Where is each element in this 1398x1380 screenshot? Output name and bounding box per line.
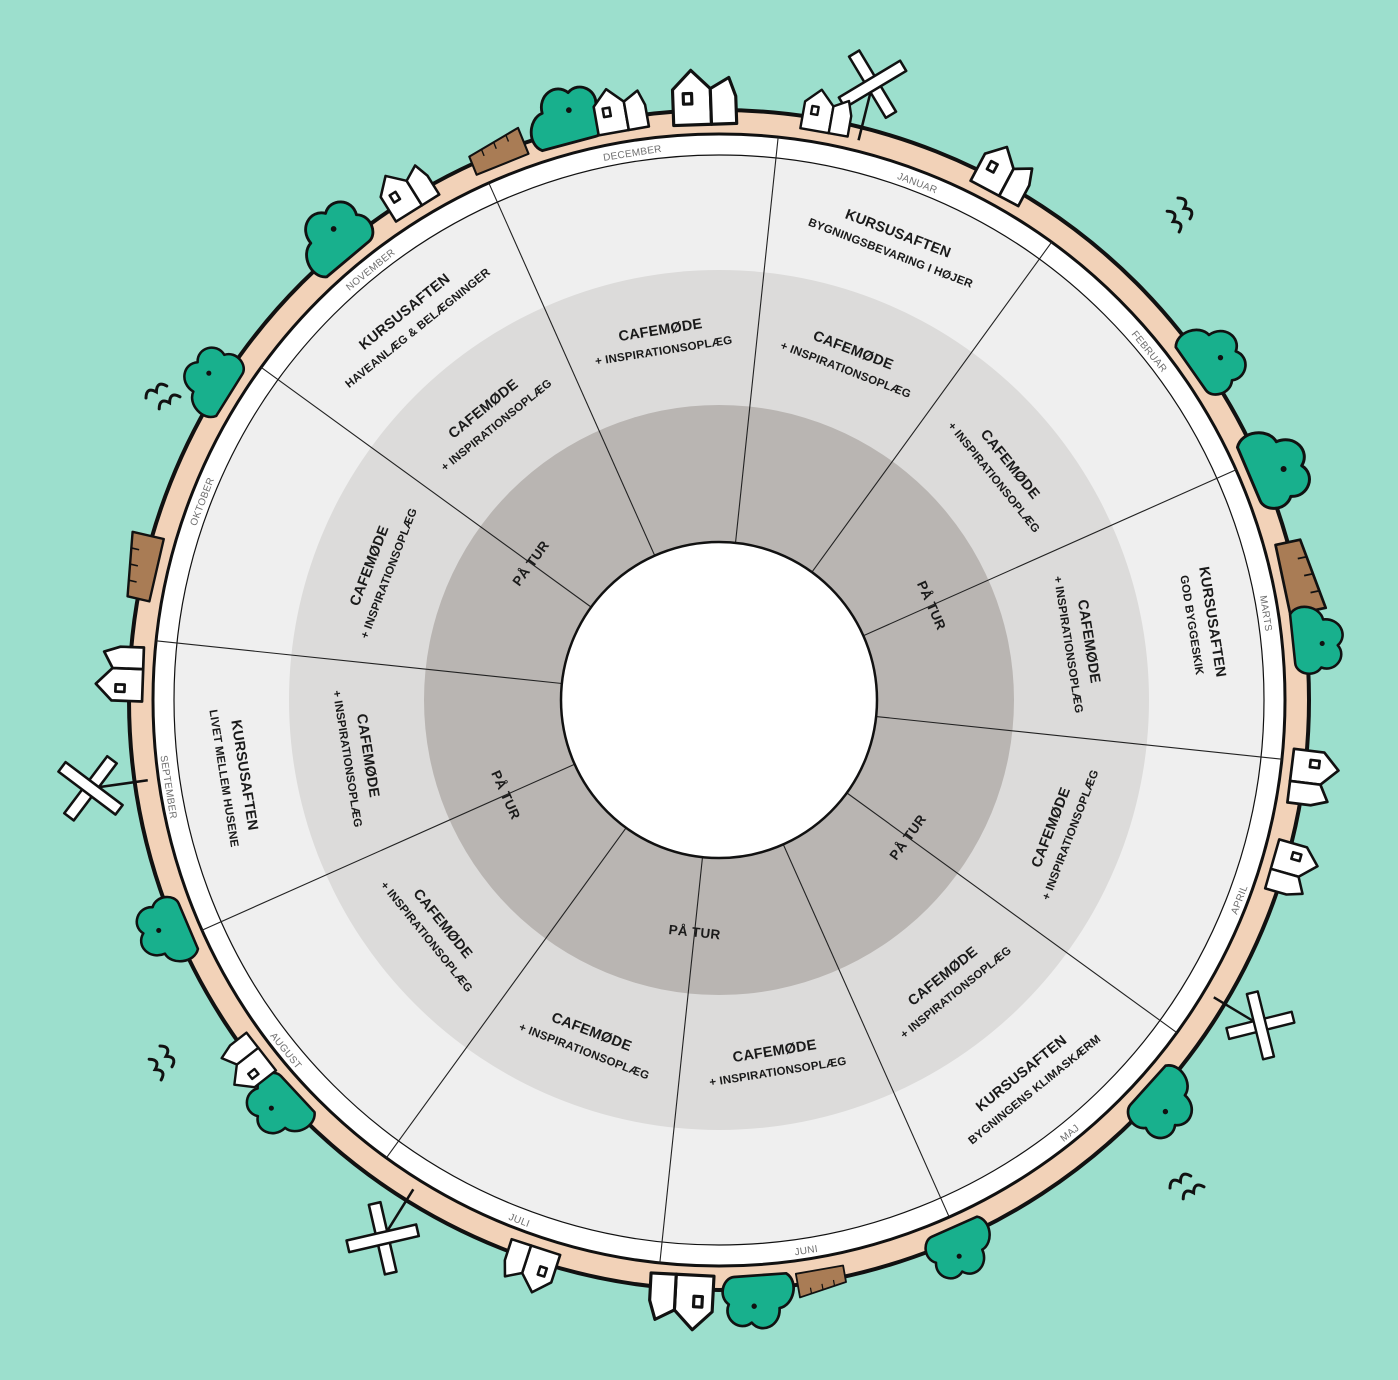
tree-icon: [1174, 328, 1247, 396]
month-divider: [863, 469, 1237, 637]
windmill-icon: [837, 49, 908, 141]
fence-icon: [1274, 538, 1328, 617]
bird-icon: [1165, 196, 1194, 234]
fence-icon: [468, 126, 530, 176]
month-divider: [846, 792, 1178, 1034]
house-icon: [969, 145, 1034, 208]
tree-icon: [1126, 1064, 1194, 1140]
month-divider: [734, 137, 779, 543]
fence-icon: [126, 530, 165, 603]
month-juni: JUNI: [794, 1244, 819, 1259]
month-divider: [811, 241, 1053, 573]
tree-icon: [135, 895, 200, 963]
bird-icon: [147, 1044, 176, 1082]
house-icon: [670, 68, 739, 128]
tree-icon: [304, 200, 375, 279]
house-icon: [592, 87, 651, 137]
house-icon: [220, 1031, 278, 1089]
month-label-juni: JUNI: [794, 1244, 819, 1259]
windmill-icon: [57, 754, 148, 822]
tree-icon: [183, 346, 245, 419]
house-icon: [1263, 838, 1319, 896]
house-icon: [1286, 747, 1340, 807]
paa-tur-juni: PÅ TUR: [668, 922, 721, 942]
house-icon: [648, 1271, 716, 1332]
tree-icon: [1235, 431, 1311, 510]
windmill-icon: [1213, 990, 1296, 1061]
house-icon: [503, 1237, 562, 1294]
month-divider: [201, 763, 575, 931]
house-icon: [379, 164, 441, 223]
paa-tur-label: PÅ TUR: [668, 922, 721, 942]
month-divider: [156, 640, 562, 685]
house-icon: [94, 645, 146, 703]
month-divider: [876, 715, 1282, 760]
month-divider: [488, 182, 656, 556]
windmill-icon: [345, 1188, 421, 1276]
month-divider: [260, 366, 592, 608]
center-circle: [559, 540, 879, 860]
bird-icon: [144, 382, 182, 411]
tree-icon: [721, 1271, 795, 1330]
month-divider: [782, 844, 950, 1218]
bird-icon: [1168, 1172, 1206, 1201]
tree-icon: [1288, 605, 1344, 675]
month-dividers: [156, 137, 1282, 1263]
month-divider: [659, 857, 704, 1263]
house-icon: [799, 88, 853, 138]
month-divider: [385, 827, 627, 1159]
fence-icon: [794, 1264, 847, 1299]
tree-icon: [924, 1215, 991, 1280]
